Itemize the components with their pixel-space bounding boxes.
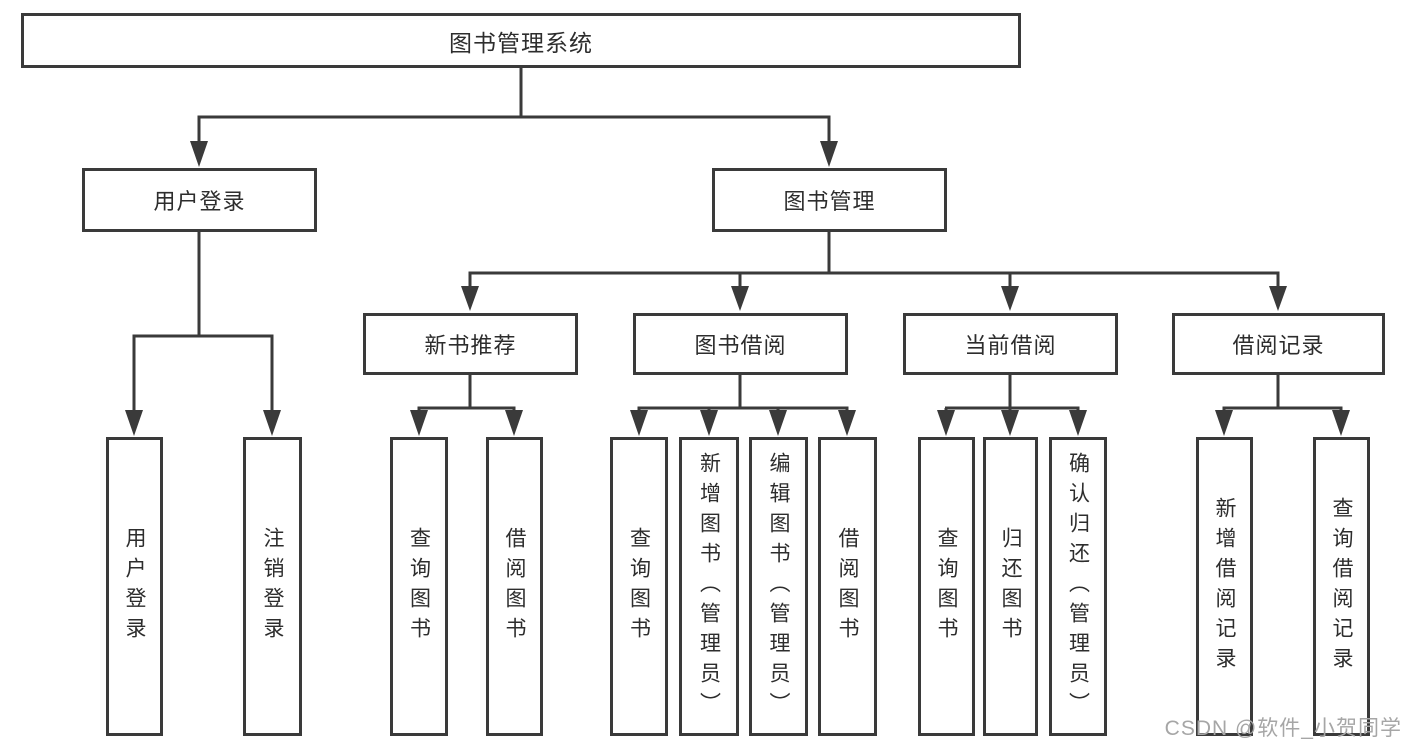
node-new-book-recommendation: 新书推荐 [363,313,578,375]
node-label: 图书管理系统 [449,29,593,56]
node-label: 借阅图书 [836,526,859,647]
node-borrowing-records: 借阅记录 [1172,313,1385,375]
node-label: 借阅图书 [503,526,526,647]
leaf-edit-books-admin: 编辑图书（管理员） [749,437,808,736]
leaf-return-books: 归还图书 [983,437,1038,736]
node-label: 借阅记录 [1232,333,1325,358]
leaf-query-books-recommend: 查询图书 [390,437,448,736]
node-label: 当前借阅 [964,333,1057,358]
node-label: 查询图书 [627,526,651,647]
node-label: 新书推荐 [424,333,517,358]
node-label: 用户登录 [123,526,146,647]
connector-current-borrowing-to-leaves [937,375,1087,436]
node-label: 查询图书 [935,526,958,647]
leaf-confirm-return-admin: 确认归还（管理员） [1049,437,1107,736]
node-label: 图书借阅 [694,333,787,358]
node-book-management: 图书管理 [712,168,947,232]
node-user-login: 用户登录 [82,168,317,232]
node-library-management-system: 图书管理系统 [21,13,1021,68]
leaf-borrow-books-borrowing: 借阅图书 [818,437,877,736]
node-label: 编辑图书（管理员） [767,451,790,722]
leaf-borrow-books-recommend: 借阅图书 [486,437,543,736]
node-label: 图书管理 [783,189,876,214]
connector-new-book-recommendation-to-leaves [410,375,523,436]
connector-book-borrowing-to-leaves [630,375,856,436]
node-label: 查询图书 [407,526,431,647]
connector-borrowing-records-to-leaves [1215,375,1350,436]
leaf-add-books-admin: 新增图书（管理员） [679,437,739,736]
node-label: 查询借阅记录 [1330,496,1353,677]
connector-book-management-to-level3 [461,232,1287,311]
node-label: 新增借阅记录 [1213,496,1236,677]
node-label: 归还图书 [999,526,1022,647]
leaf-query-books-borrowing: 查询图书 [610,437,668,736]
node-label: 注销登录 [261,526,284,647]
leaf-user-login: 用户登录 [106,437,163,736]
leaf-query-borrowing-record: 查询借阅记录 [1313,437,1370,736]
leaf-logout: 注销登录 [243,437,302,736]
node-label: 新增图书（管理员） [697,451,721,722]
connector-user-login-to-leaves [125,232,281,436]
connector-root-to-level2 [190,68,838,167]
leaf-query-books-current: 查询图书 [918,437,975,736]
csdn-watermark: CSDN @软件_小贺同学 [1164,717,1402,740]
leaf-add-borrowing-record: 新增借阅记录 [1196,437,1253,736]
node-book-borrowing: 图书借阅 [633,313,848,375]
node-label: 用户登录 [153,189,246,214]
node-current-borrowing: 当前借阅 [903,313,1118,375]
node-label: 确认归还（管理员） [1066,451,1090,722]
